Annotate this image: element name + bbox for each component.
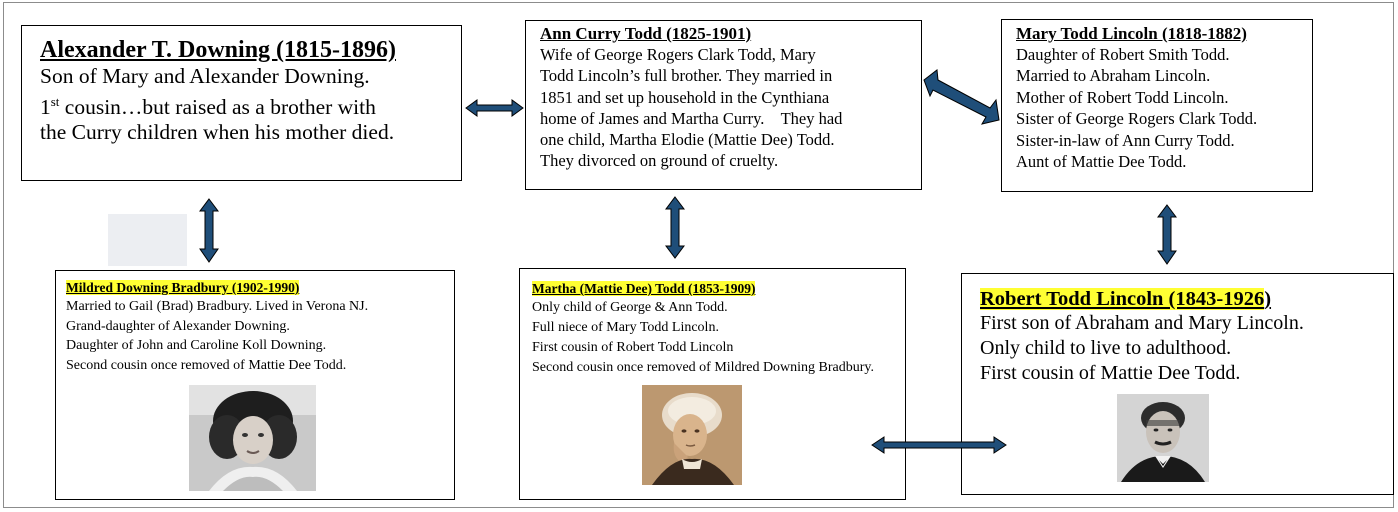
portrait-photo-robert [1117,394,1209,482]
box-title: Robert Todd Lincoln (1843-1926) [980,287,1393,311]
line-suffix: cousin…but raised as a brother with [59,95,376,120]
box-line: Full niece of Mary Todd Lincoln. [532,320,719,335]
box-line: Only child to live to adulthood. [980,337,1232,359]
box-title: Ann Curry Todd (1825-1901) [540,24,752,43]
box-title: Mary Todd Lincoln (1818-1882) [1016,24,1247,43]
box-mary-todd-lincoln: Mary Todd Lincoln (1818-1882) Daughter o… [1001,19,1313,192]
box-mattie-dee-todd: Martha (Mattie Dee) Todd (1853-1909) Onl… [519,268,906,500]
box-line: Todd Lincoln’s full brother. They marrie… [540,66,833,86]
box-line: Daughter of John and Caroline Koll Downi… [66,338,327,354]
portrait-photo-mildred [189,385,316,491]
portrait-photo-mattie [642,385,742,485]
double-arrow-icon [871,436,1007,454]
box-line: They divorced on ground of cruelty. [540,151,779,171]
double-arrow-icon [665,196,685,259]
box-title-text: Robert Todd Lincoln (1843-1926 [980,288,1265,310]
box-line: 1851 and set up household in the Cynthia… [540,87,830,107]
box-line: Sister-in-law of Ann Curry Todd. [1016,130,1235,150]
box-title-text: Mildred Downing Bradbury (1902-1990) [66,280,300,295]
slide-frame [3,2,1394,508]
box-alexander-downing: Alexander T. Downing (1815-1896) Son of … [21,25,462,181]
double-arrow-icon [1157,204,1177,265]
box-line: Aunt of Mattie Dee Todd. [1016,152,1187,172]
box-line: one child, Martha Elodie (Mattie Dee) To… [540,130,835,150]
box-title-close: ) [1264,288,1272,310]
double-arrow-icon [465,99,524,117]
box-ann-curry-todd: Ann Curry Todd (1825-1901) Wife of Georg… [525,20,922,190]
box-line: First cousin of Mattie Dee Todd. [980,362,1241,384]
box-line: Married to Gail (Brad) Bradbury. Lived i… [66,299,369,314]
gray-placeholder-rect [108,214,187,266]
box-line: Married to Abraham Lincoln. [1016,66,1211,86]
box-line: First cousin of Robert Todd Lincoln [532,340,734,355]
box-mildred-downing-bradbury: Mildred Downing Bradbury (1902-1990) Mar… [55,270,455,500]
box-line: Second cousin once removed of Mattie Dee… [66,357,347,373]
ordinal-superscript: st [50,94,60,109]
double-arrow-icon [199,198,219,263]
box-line: Son of Mary and Alexander Downing. [40,64,370,88]
box-title: Martha (Mattie Dee) Todd (1853-1909) [532,280,905,298]
box-line: Second cousin once removed of Mildred Do… [532,360,875,375]
box-robert-todd-lincoln: Robert Todd Lincoln (1843-1926) First so… [961,273,1394,495]
box-line: the Curry children when his mother died. [40,120,395,145]
box-line: Mother of Robert Todd Lincoln. [1016,87,1229,107]
box-line: Daughter of Robert Smith Todd. [1016,45,1230,64]
box-line: Grand-daughter of Alexander Downing. [66,318,290,334]
box-line: Wife of George Rogers Clark Todd, Mary [540,45,816,64]
box-line: Only child of George & Ann Todd. [532,300,728,315]
box-line: home of James and Martha Curry. They had [540,108,843,128]
box-title-text: Martha (Mattie Dee) Todd (1853-1909) [532,281,756,296]
box-title: Alexander T. Downing (1815-1896) [40,37,397,63]
line-prefix: 1 [40,95,51,120]
box-line: 1st cousin…but raised as a brother with [40,89,461,120]
box-line: Sister of George Rogers Clark Todd. [1016,109,1258,129]
box-title: Mildred Downing Bradbury (1902-1990) [66,279,454,297]
box-line: First son of Abraham and Mary Lincoln. [980,312,1304,334]
double-arrow-icon [923,69,1000,125]
